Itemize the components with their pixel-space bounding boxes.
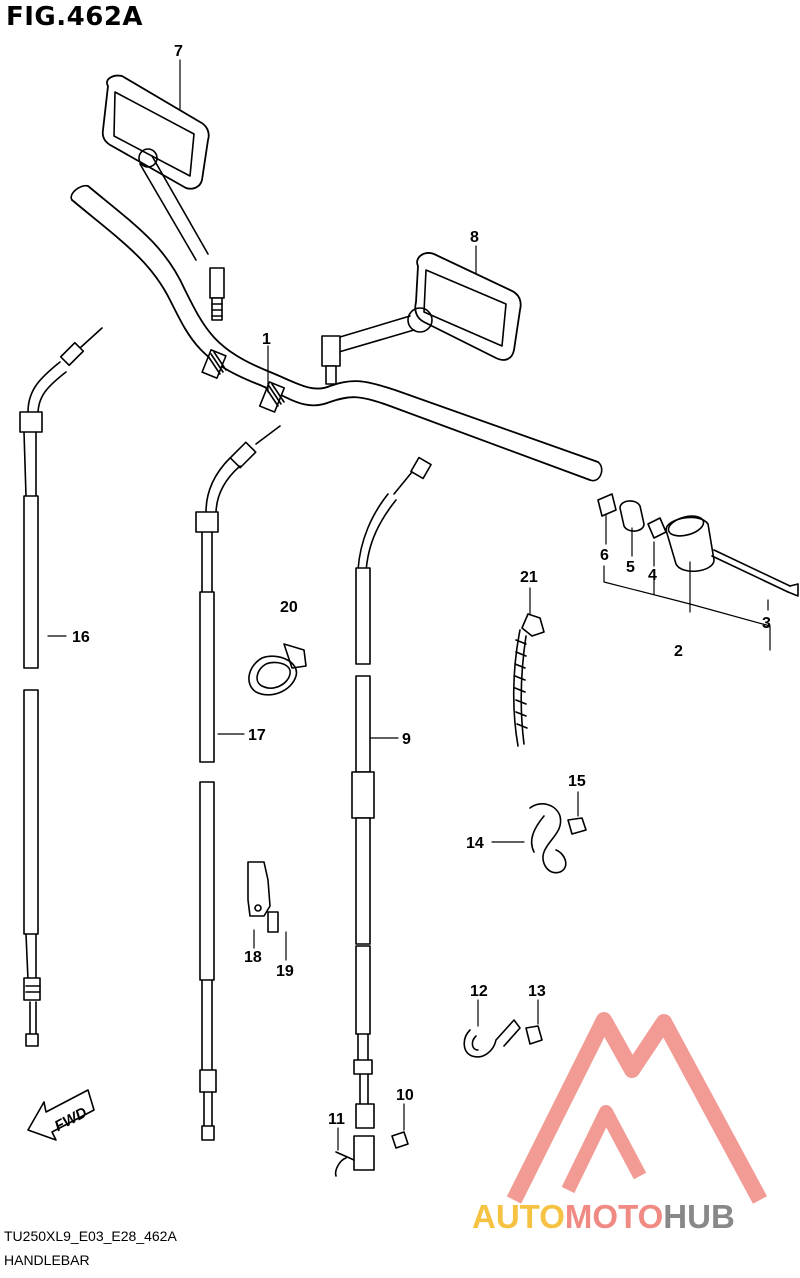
watermark-hub: HUB [663, 1198, 735, 1235]
callout-4: 4 [648, 567, 657, 584]
callout-20: 20 [280, 599, 298, 616]
callout-12: 12 [470, 983, 488, 1000]
callout-19: 19 [276, 963, 294, 980]
callout-13: 13 [528, 983, 546, 1000]
part-5-spacer [619, 500, 645, 532]
part-3-screw [711, 549, 791, 593]
callout-8: 8 [470, 229, 479, 246]
callout-labels: 7 8 1 6 5 4 2 3 16 20 17 9 21 15 14 18 1… [72, 43, 771, 1128]
callout-21: 21 [520, 569, 538, 586]
watermark-auto: AUTO [472, 1198, 565, 1235]
callout-16: 16 [72, 629, 90, 646]
bracket-18[interactable] [247, 861, 279, 933]
leader-lines [47, 59, 771, 1151]
mirror-right[interactable] [321, 252, 522, 385]
callout-14: 14 [466, 835, 484, 852]
callout-1: 1 [262, 331, 271, 348]
watermark-logo [506, 1012, 768, 1204]
handlebar-part[interactable] [70, 184, 603, 482]
figure-caption: HANDLEBAR [4, 1252, 90, 1268]
watermark-moto: MOTO [565, 1198, 663, 1235]
part-6-nut [597, 493, 617, 517]
watermark-text: AUTOMOTOHUB [472, 1198, 735, 1235]
callout-5: 5 [626, 559, 635, 576]
callout-11: 11 [328, 1111, 345, 1128]
bolt-19 [267, 911, 279, 933]
clamp-12[interactable] [463, 1019, 543, 1058]
fwd-arrow-icon [27, 1089, 95, 1141]
callout-17: 17 [248, 727, 266, 744]
wire-clip-14[interactable] [529, 803, 587, 874]
callout-10: 10 [396, 1087, 414, 1104]
cable-17[interactable] [195, 425, 281, 1141]
part-4-washer [647, 517, 667, 539]
cable-tie-21[interactable] [512, 613, 545, 747]
callout-9: 9 [402, 731, 411, 748]
callout-7: 7 [174, 43, 183, 60]
bar-end-parts[interactable] [597, 493, 799, 597]
bolt-13 [525, 1025, 543, 1045]
callout-15: 15 [568, 773, 586, 790]
cable-9[interactable] [334, 456, 432, 1177]
bolt-15 [567, 817, 587, 835]
mirror-left[interactable] [101, 74, 225, 321]
callout-3: 3 [762, 615, 771, 632]
model-code: TU250XL9_E03_E28_462A [4, 1228, 177, 1244]
clamp-20[interactable] [248, 643, 307, 696]
callout-6: 6 [600, 547, 609, 564]
callout-2: 2 [674, 643, 683, 660]
figure-title: FIG.462A [6, 2, 144, 32]
cable-16[interactable] [19, 327, 103, 1047]
callout-18: 18 [244, 949, 262, 966]
